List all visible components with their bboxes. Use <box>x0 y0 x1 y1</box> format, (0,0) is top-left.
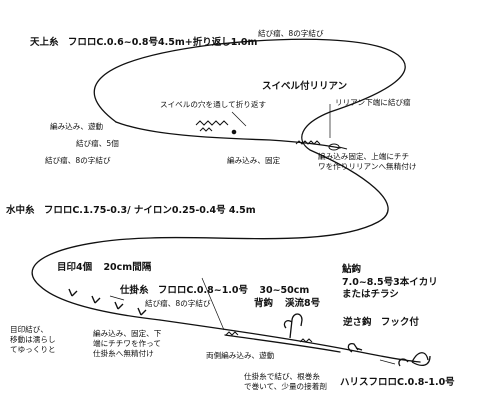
harisu-label: ハリスフロロC.0.8-1.0号 <box>340 377 455 388</box>
suichu-spec: フロロC.1.75-0.3/ ナイロン0.25-0.4号 4.5m <box>43 205 256 216</box>
sakabari-title-label: 逆さ鈎 <box>343 317 372 328</box>
leader-lines <box>109 104 396 365</box>
tenjo-knot-label: 結び瘤、8の字結び <box>258 29 324 38</box>
shikake-knot-label: 結び瘤、8の字結び <box>145 299 211 308</box>
marker-spacing: 20cm間隔 <box>103 262 152 273</box>
ayu-hook <box>398 352 431 367</box>
seobari-title: 背鈎 <box>254 298 274 309</box>
keiryu-label: 渓流8号 <box>285 298 321 309</box>
suichu-line <box>159 319 421 363</box>
knot-cluster-swivel <box>295 140 348 151</box>
tenjo-inner-line <box>115 121 341 149</box>
marker-title: 目印4個 20cm間隔 <box>57 263 151 273</box>
seobari-hook <box>283 313 303 339</box>
braid-movable-label: 編み込み、遊動 <box>50 122 104 131</box>
both-ends-braid-label: 両側編み込み、遊動 <box>206 351 275 360</box>
swivel-through-label: スイベルの穴を通して折り返す <box>160 100 267 109</box>
sakabari-hook <box>347 342 363 353</box>
tenjo-line <box>31 38 406 321</box>
shikake-braid-label: 編み込み、固定、下 端にチチワを作って 仕掛糸へ無精付け <box>93 329 162 358</box>
lilian-knot-label: リリアン下端に結び瘤 <box>335 98 411 107</box>
shikake-spec: フロロC.0.8~1.0号 <box>157 285 249 296</box>
shikake-line <box>224 334 341 353</box>
marker-note: 目印結び、 移動は濡らし てゆっくりと <box>10 325 56 354</box>
tenjo-title: 天上糸 フロロC.0.6~0.8号4.5m+折り返し1.0m <box>30 38 257 48</box>
hook-attached-label: フック付 <box>380 317 419 328</box>
braid-fixed-label: 編み込み、固定 <box>227 156 281 165</box>
knot-eight-label: 結び瘤、8の字結び <box>45 156 111 165</box>
marker-title-label: 目印4個 <box>57 262 93 273</box>
sakabari-title: 逆さ鈎 フック付 <box>343 318 419 328</box>
swivel-title: スイベル付リリアン <box>262 81 348 92</box>
knot-five-label: 結び瘤、5個 <box>76 139 119 148</box>
marker-set <box>68 288 147 316</box>
ayu-spec: 7.0~8.5号3本イカリ <box>342 277 438 288</box>
shikake-length: 30~50cm <box>259 285 310 296</box>
tenjo-title-label: 天上糸 <box>30 37 59 48</box>
braid-fixed-end-label: 編み込み固定、上端にチチ ワを作りリリアンへ無精付け <box>318 152 417 171</box>
knot-cluster-upper <box>195 120 237 135</box>
ayu-title: 鮎鈎 <box>342 264 362 275</box>
suichu-title: 水中糸 フロロC.1.75-0.3/ ナイロン0.25-0.4号 4.5m <box>6 206 256 216</box>
knot-cluster-shikake <box>225 331 313 343</box>
suichu-title-label: 水中糸 <box>6 205 35 216</box>
bind-note-label: 仕掛糸で結び、根巻糸 で巻いて、少量の接着剤 <box>244 372 327 391</box>
shikake-title-label: 仕掛糸 <box>120 285 149 296</box>
shikake-title: 仕掛糸 フロロC.0.8~1.0号 30~50cm <box>120 286 309 296</box>
ayu-alt: またはチラシ <box>342 289 399 300</box>
tenjo-spec: フロロC.0.6~0.8号4.5m+折り返し1.0m <box>67 37 258 48</box>
